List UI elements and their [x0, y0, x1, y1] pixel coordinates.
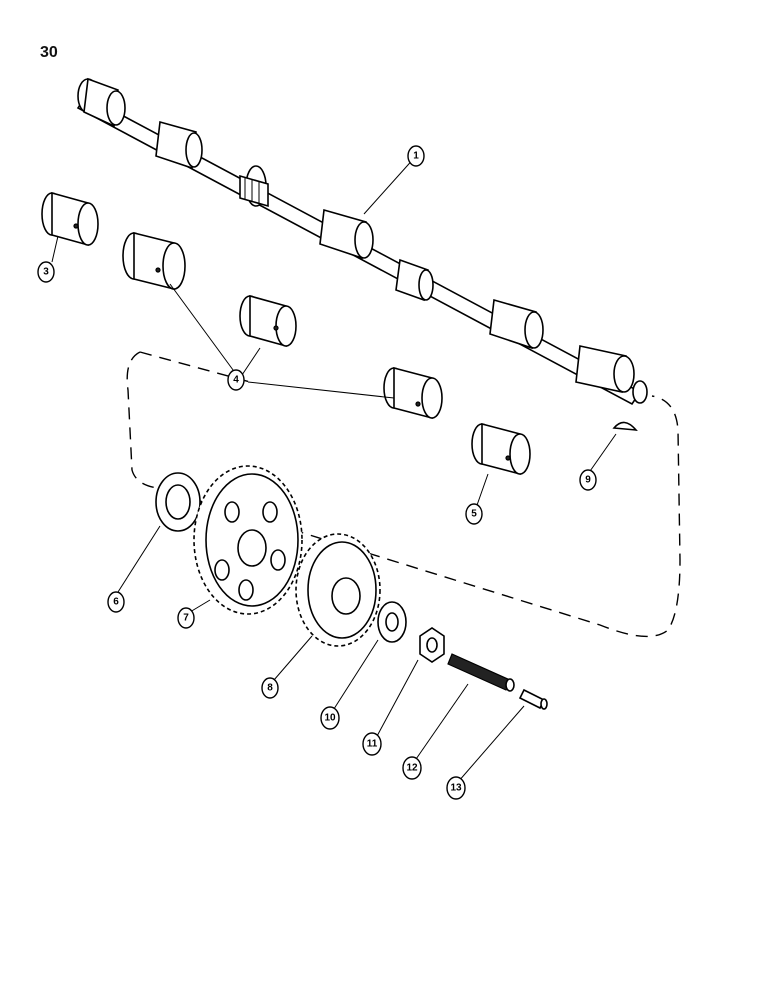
svg-text:10: 10: [324, 713, 336, 724]
washer-part-10: [377, 601, 407, 643]
woodruff-key-part-9: [612, 421, 638, 431]
callout-8: 8: [261, 677, 279, 699]
thrust-washer-part-6: [155, 472, 201, 532]
svg-text:7: 7: [183, 613, 189, 624]
camshaft-lobe-1: [155, 120, 203, 170]
svg-text:4: 4: [233, 375, 239, 386]
bearing-part-3: [41, 191, 99, 247]
page-number: 30: [40, 44, 58, 61]
bearing-part-4-b: [239, 294, 297, 348]
callout-5: 5: [465, 503, 483, 525]
camshaft-gear-section: [239, 165, 269, 208]
drive-gear-part-8: [295, 533, 381, 647]
plunger-part-13: [518, 688, 548, 710]
leader-lines: [51, 155, 617, 783]
camshaft-rear-end: [575, 345, 648, 404]
camshaft-lobe-2: [395, 258, 434, 302]
callout-7: 7: [177, 607, 195, 629]
svg-text:8: 8: [267, 683, 273, 694]
bearing-part-4-a: [122, 231, 186, 291]
svg-text:11: 11: [367, 739, 378, 750]
svg-text:9: 9: [585, 475, 591, 486]
large-gear-part-7: [193, 465, 303, 615]
nut-part-11: [419, 627, 445, 663]
callout-1: 1: [407, 145, 425, 167]
bearing-part-5: [471, 422, 531, 476]
assembly-boundary: [126, 351, 681, 638]
camshaft-bearing-journal-center: [319, 208, 374, 260]
svg-text:3: 3: [43, 267, 49, 278]
callout-11: 11: [362, 732, 382, 756]
callout-3: 3: [37, 261, 55, 283]
camshaft-bearing-journal-rear: [489, 298, 544, 350]
callout-12: 12: [402, 756, 422, 780]
svg-text:6: 6: [113, 597, 119, 608]
callout-10: 10: [320, 706, 340, 730]
svg-text:12: 12: [406, 763, 418, 774]
svg-text:13: 13: [450, 783, 462, 794]
svg-text:5: 5: [471, 509, 477, 520]
callout-13: 13: [446, 776, 466, 800]
camshaft: [76, 77, 648, 406]
spring-part-12: [447, 653, 515, 692]
callout-6: 6: [107, 591, 125, 613]
callout-9: 9: [579, 469, 597, 491]
callout-4: 4: [227, 369, 245, 391]
bearing-part-4-c: [383, 366, 443, 420]
camshaft-bearing-journal-front: [77, 77, 126, 128]
svg-text:1: 1: [413, 151, 419, 162]
